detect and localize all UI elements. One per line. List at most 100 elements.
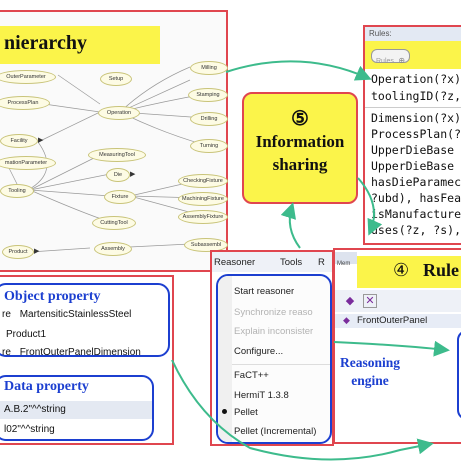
expand-arrow-icon[interactable]: ▶: [130, 171, 136, 178]
node-setup[interactable]: Setup: [100, 72, 132, 86]
menu-tools[interactable]: Tools: [280, 257, 303, 268]
object-property-row[interactable]: re FrontOuterPanelDimension: [2, 347, 141, 358]
reasoning-engine-label: Reasoning engine: [334, 354, 406, 390]
rule-line: uses(?z, ?s),: [371, 223, 461, 237]
menu-item-explain-inconsistency[interactable]: Explain inconsister: [234, 326, 314, 337]
hierarchy-title-bar: nierarchy: [0, 26, 160, 64]
menu-reasoner[interactable]: Reasoner: [214, 257, 256, 268]
properties-panel: Object property re MartensiticStainlessS…: [0, 275, 174, 445]
radio-selected-icon: [222, 409, 227, 414]
node-assembly-fixture[interactable]: AssemblyFixture: [178, 210, 228, 224]
node-measuring-tool[interactable]: MeasuringTool: [88, 148, 146, 162]
individual-label: FrontOuterPanel: [357, 315, 428, 326]
node-subassembly[interactable]: Subassembl: [184, 238, 228, 252]
object-property-value: Product1: [6, 329, 47, 340]
reasoner-menu-panel: Reasoner Tools R Start reasoner Synchron…: [210, 250, 334, 446]
rules-header-label: Rules:: [369, 29, 392, 38]
menu-item-start-reasoner[interactable]: Start reasoner: [234, 286, 295, 297]
members-tab-strip: Mem: [335, 252, 357, 267]
rules-step-panel: Mem ④ Rule ◆ ✕ ◆ FrontOuterPanel: [333, 248, 461, 444]
data-property-row[interactable]: A.B.2"^^string: [0, 401, 152, 419]
rule-line: Dimension(?x): [371, 111, 461, 125]
object-property-title: Object property: [4, 289, 101, 304]
rules-panel: Rules: Rules ⊕ Operation(?x), toolingID(…: [363, 25, 461, 245]
information-sharing-box: ⑤ Information sharing: [242, 92, 358, 204]
reasoning-engine-line2: engine: [351, 373, 389, 388]
node-information-parameter[interactable]: mationParameter: [0, 156, 56, 170]
menu-item-pellet[interactable]: Pellet: [234, 407, 258, 418]
node-outer-parameter[interactable]: OuterParameter: [0, 70, 56, 84]
rules-step-header: ④ Rule: [357, 256, 461, 288]
toolbar-strip: [335, 290, 461, 312]
hierarchy-panel: nierarchy OuterParameter Setup Milling P…: [0, 10, 228, 272]
divider: [365, 107, 461, 108]
step-number-four: ④: [393, 260, 410, 280]
delete-icon[interactable]: ✕: [363, 294, 377, 308]
rule-line: ?ubd), hasFea: [371, 191, 461, 205]
menu-item-synchronize-reasoner[interactable]: Synchronize reaso: [234, 307, 313, 318]
node-die[interactable]: Die: [106, 168, 130, 182]
step-number-five: ⑤: [291, 108, 309, 130]
add-subclass-icon[interactable]: ◆: [345, 295, 355, 307]
data-property-title: Data property: [4, 379, 89, 394]
node-fixture[interactable]: Fixture: [104, 190, 136, 204]
object-property-value: FrontOuterPanelDimension: [19, 347, 141, 358]
expand-arrow-icon[interactable]: ▶: [38, 137, 44, 144]
node-product[interactable]: Product: [2, 245, 34, 259]
node-checking-fixture[interactable]: CheckingFixture: [178, 174, 228, 188]
information-sharing-line2: sharing: [272, 155, 328, 174]
rules-header-bar: Rules:: [365, 27, 461, 41]
members-tab[interactable]: Mem: [337, 261, 351, 267]
node-machining-fixture[interactable]: MachiningFixture: [178, 192, 228, 206]
individual-row[interactable]: ◆ FrontOuterPanel: [335, 314, 461, 328]
data-property-box: Data property A.B.2"^^string l02"^^strin…: [0, 375, 154, 441]
information-sharing-line1: Information: [255, 132, 345, 151]
menu-icon-gutter: [218, 276, 232, 442]
menu-r[interactable]: R: [318, 257, 325, 268]
arrow-rules-to-info: [280, 202, 301, 249]
data-property-value: A.B.2"^^string: [4, 404, 66, 415]
node-turning[interactable]: Turning: [190, 139, 228, 153]
rule-line: isManufacture: [371, 207, 461, 221]
reasoner-dropdown: Start reasoner Synchronize reaso Explain…: [216, 274, 332, 444]
node-process-plan[interactable]: ProcessPlan: [0, 96, 50, 110]
node-drilling[interactable]: Drilling: [190, 112, 228, 126]
reasoning-engine-line1: Reasoning: [339, 355, 400, 370]
data-property-value: l02"^^string: [4, 424, 55, 435]
node-stamping[interactable]: Stamping: [188, 88, 228, 102]
node-assembly[interactable]: Assembly: [94, 242, 132, 256]
rule-line: ProcessPlan(?: [371, 127, 461, 141]
rule-line: UpperDieBase: [371, 143, 455, 157]
hierarchy-title: nierarchy: [4, 32, 87, 54]
object-property-row[interactable]: re MartensiticStainlessSteel: [2, 309, 131, 320]
rule-line: hasDieParamec: [371, 175, 461, 189]
blue-frame-fragment: [457, 330, 461, 420]
rules-step-label: Rule: [423, 260, 459, 280]
node-facility[interactable]: Facility: [0, 134, 38, 148]
individual-diamond-icon: ◆: [343, 315, 350, 325]
object-property-value: MartensiticStainlessSteel: [19, 309, 132, 320]
menu-item-configure[interactable]: Configure...: [234, 346, 284, 357]
rule-line: Operation(?x),: [371, 72, 461, 86]
object-property-prefix: re: [2, 309, 11, 320]
rules-chip-label: Rules: [376, 58, 394, 65]
menu-item-hermit[interactable]: HermiT 1.3.8: [234, 390, 289, 401]
node-cutting-tool[interactable]: CuttingTool: [92, 216, 136, 230]
menu-item-pellet-incremental[interactable]: Pellet (Incremental): [234, 426, 317, 437]
menu-separator: [232, 364, 330, 365]
add-icon[interactable]: ⊕: [398, 56, 406, 65]
arrow-hierarchy-to-rules: [225, 60, 372, 81]
rules-chip[interactable]: Rules ⊕: [371, 49, 411, 65]
rule-line: toolingID(?z,: [371, 89, 461, 103]
node-milling[interactable]: Milling: [190, 61, 228, 75]
menu-bar: Reasoner Tools R: [212, 252, 332, 272]
data-property-row[interactable]: l02"^^string: [0, 421, 152, 439]
node-tooling[interactable]: Tooling: [0, 184, 34, 198]
menu-item-factpp[interactable]: FaCT++: [234, 370, 269, 381]
rule-line: UpperDieBase: [371, 159, 455, 173]
expand-arrow-icon[interactable]: ▶: [34, 248, 40, 255]
object-property-row[interactable]: Product1: [2, 329, 46, 340]
object-property-box: Object property re MartensiticStainlessS…: [0, 283, 170, 358]
node-operation[interactable]: Operation: [98, 106, 140, 120]
object-property-prefix: re: [2, 347, 11, 358]
